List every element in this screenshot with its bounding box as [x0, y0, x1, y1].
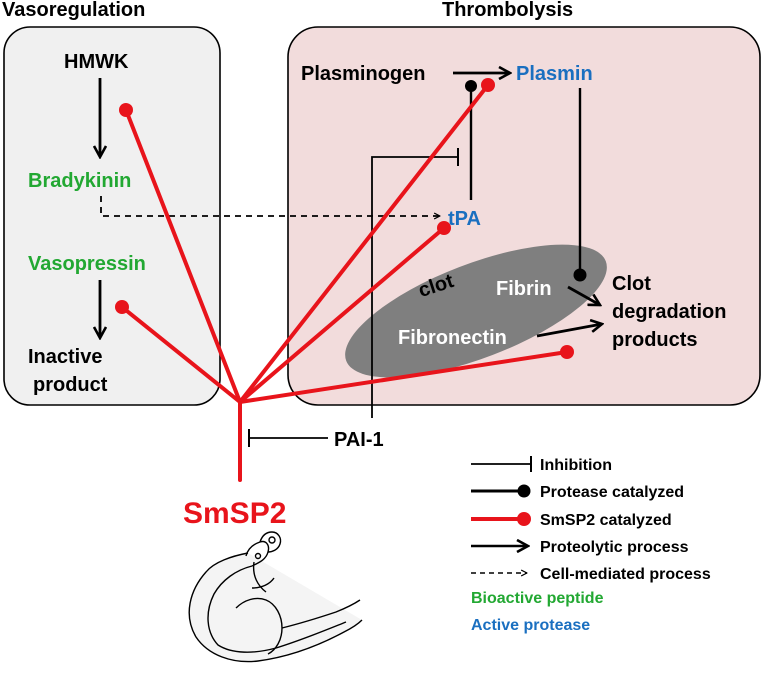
- clot-degradation-line-1: Clot: [612, 273, 651, 295]
- worm-suckers: [251, 561, 275, 593]
- fibrin-label: Fibrin: [496, 278, 552, 300]
- pai1-label: PAI-1: [334, 429, 384, 451]
- smsp2-tpa-ball: [437, 221, 451, 235]
- smsp2-vasopressin-ball: [115, 300, 129, 314]
- inactive-product-line-2: product: [33, 374, 108, 396]
- legend-protease-ball: [517, 484, 531, 498]
- legend-inhibition-label: Inhibition: [540, 457, 612, 474]
- worm-body-inner: [207, 565, 347, 653]
- legend-smsp2-ball: [517, 512, 531, 526]
- smsp2-to-hmwk-line: [124, 108, 242, 404]
- clot-degradation-label: Clot degradation products: [612, 273, 732, 351]
- legend-smsp2-label: SmSP2 catalyzed: [540, 512, 672, 529]
- vasopressin-label: Vasopressin: [28, 253, 146, 275]
- thrombolysis-title: Thrombolysis: [442, 0, 573, 21]
- inactive-product-label: Inactive product: [28, 346, 108, 396]
- vasoregulation-panel: [3, 26, 221, 406]
- legend-bioactive-peptide: Bioactive peptide: [471, 590, 604, 607]
- legend-proteolytic-label: Proteolytic process: [540, 539, 689, 556]
- plasminogen-label: Plasminogen: [301, 63, 425, 85]
- worm-oral-sucker: [268, 536, 276, 544]
- bradykinin-to-tpa-dashed-arrow: [100, 196, 440, 216]
- legend-cell-mediated-label: Cell-mediated process: [540, 566, 711, 583]
- legend-active-protease: Active protease: [471, 617, 590, 634]
- clot-degradation-line-2: degradation: [612, 301, 726, 323]
- smsp2-label: SmSP2: [183, 497, 286, 530]
- clot-ellipse: [345, 244, 607, 378]
- tpa-protease-ball: [465, 80, 477, 92]
- plasmin-label: Plasmin: [516, 63, 593, 85]
- smsp2-to-tpa-line: [238, 226, 446, 404]
- plasmin-protease-ball: [573, 268, 587, 282]
- clot-degradation-line-3: products: [612, 329, 698, 351]
- worm-fold: [235, 597, 283, 655]
- schistosome-worm-icon: [188, 531, 363, 663]
- smsp2-to-vasopressin-line: [120, 305, 242, 404]
- fibronectin-label: Fibronectin: [398, 327, 507, 349]
- bradykinin-label: Bradykinin: [28, 170, 131, 192]
- smsp2-fibronectin-ball: [560, 345, 574, 359]
- legend-protease-label: Protease catalyzed: [540, 484, 684, 501]
- tpa-label: tPA: [448, 208, 481, 230]
- hmwk-label: HMWK: [64, 51, 129, 73]
- fibrin-to-products-arrow: [567, 285, 600, 305]
- fibronectin-to-products-arrow: [536, 324, 602, 338]
- inactive-product-line-1: Inactive: [28, 346, 102, 368]
- smsp2-to-plasmin-line: [238, 83, 490, 404]
- worm-ventral-sucker: [254, 552, 262, 560]
- worm-tail: [281, 599, 361, 629]
- smsp2-hmwk-ball: [119, 103, 133, 117]
- smsp2-to-fibronectin-line: [238, 350, 569, 404]
- vasoregulation-title: Vasoregulation: [2, 0, 145, 21]
- legend: Inhibition Protease catalyzed SmSP2 cata…: [471, 456, 711, 634]
- worm-head: [259, 531, 282, 553]
- worm-head-neck: [245, 540, 270, 567]
- smsp2-plasmin-ball: [481, 78, 495, 92]
